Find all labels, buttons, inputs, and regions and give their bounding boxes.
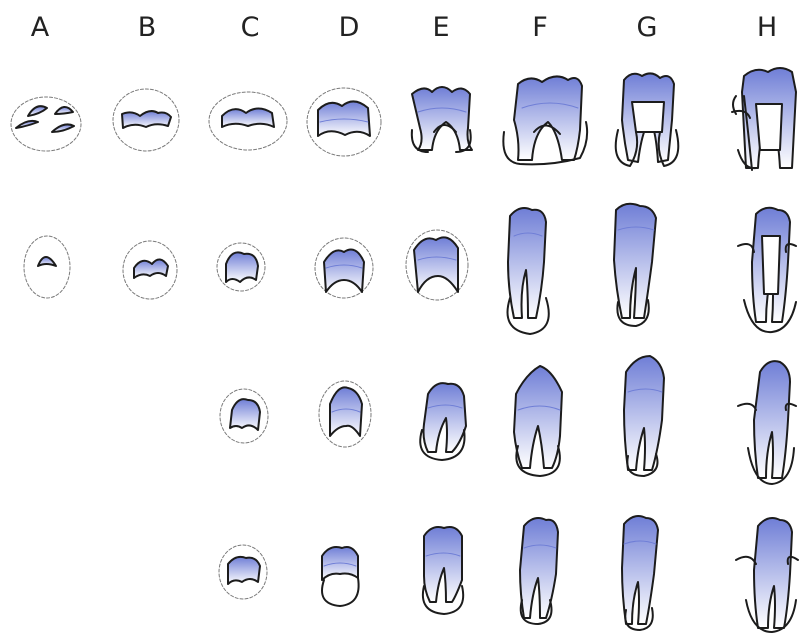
stage-c-row2-crypt — [217, 243, 265, 291]
stage-e-row2-crypt — [406, 230, 468, 300]
stage-a-row1-crypt — [11, 97, 81, 151]
stage-c-row4-crypt — [219, 545, 267, 599]
stage-d-row4-tooth — [322, 547, 359, 606]
stage-e-row4-tooth — [423, 527, 463, 614]
stage-h-row2-tooth — [738, 208, 796, 332]
stage-c-row1-crypt — [209, 92, 287, 150]
stage-h-row4-tooth — [736, 518, 798, 632]
stage-c-row3-crypt — [220, 389, 268, 443]
stage-h-row3-tooth — [738, 361, 796, 484]
stage-d-row2-crypt — [315, 238, 373, 298]
stage-g-row3-tooth — [624, 356, 664, 476]
stage-g-row1-tooth — [616, 73, 679, 166]
stage-a-row2-crypt — [24, 236, 70, 298]
stage-e-row1-tooth — [412, 87, 472, 152]
stage-f-row1-tooth — [503, 76, 587, 164]
stage-b-row2-crypt — [123, 241, 177, 299]
stage-f-row2-tooth — [508, 208, 549, 334]
stage-f-row3-tooth — [514, 366, 562, 476]
stage-g-row2-tooth — [614, 204, 656, 326]
stage-f-row4-tooth — [520, 518, 558, 624]
stage-h-row1-tooth — [732, 68, 796, 170]
stage-e-row3-tooth — [420, 383, 466, 460]
stage-b-row1-crypt — [113, 89, 179, 151]
stage-d-row3-crypt — [319, 381, 371, 447]
stage-d-row1-crypt — [307, 88, 381, 156]
stage-g-row4-tooth — [622, 516, 658, 630]
